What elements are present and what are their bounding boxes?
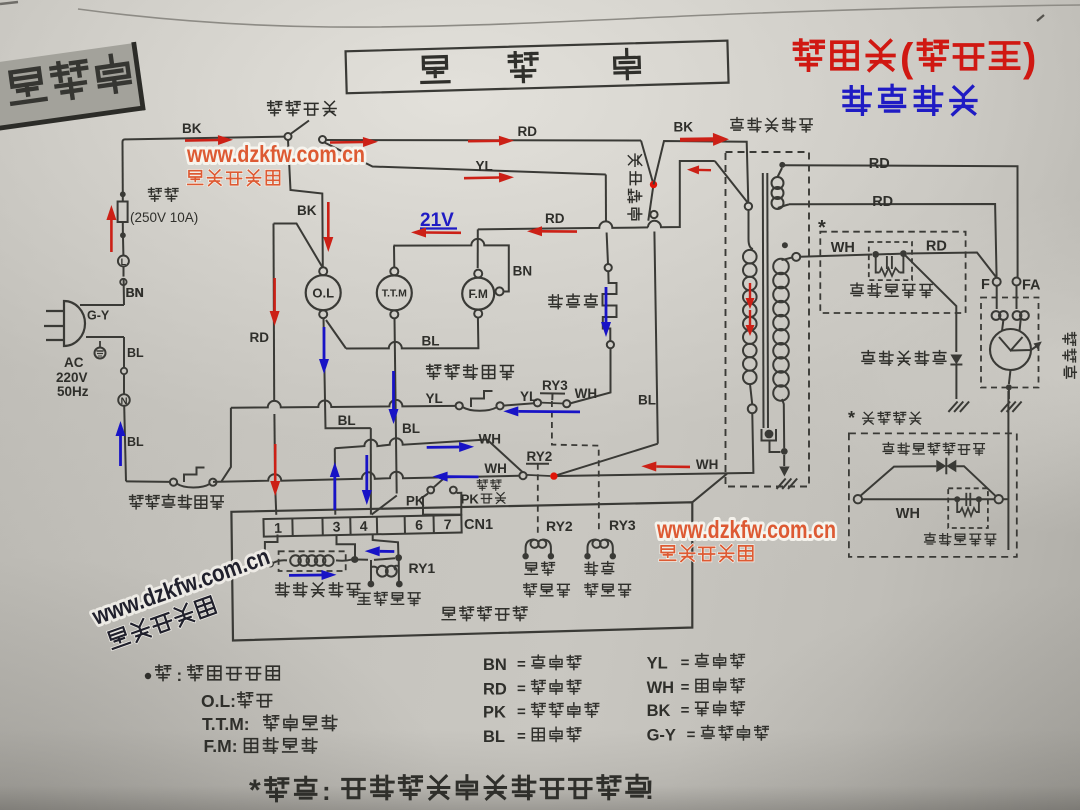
svg-text:RD: RD xyxy=(250,330,270,345)
svg-text:RY1: RY1 xyxy=(409,560,436,576)
svg-text:RD: RD xyxy=(872,194,893,210)
svg-text:*: * xyxy=(848,408,855,428)
svg-text:G-Y: G-Y xyxy=(87,309,110,323)
svg-text:4: 4 xyxy=(360,518,368,534)
svg-text:BK: BK xyxy=(297,203,317,218)
svg-text:1: 1 xyxy=(274,520,282,536)
svg-text:BK: BK xyxy=(647,702,671,720)
svg-text:YL: YL xyxy=(647,654,668,672)
svg-text:F.M: F.M xyxy=(469,287,488,301)
svg-text:PK: PK xyxy=(483,703,506,721)
svg-text:BL: BL xyxy=(338,413,356,428)
svg-text:WH: WH xyxy=(831,240,855,256)
svg-text:G-Y: G-Y xyxy=(647,726,676,744)
svg-text:WH: WH xyxy=(647,679,675,697)
svg-text:BN: BN xyxy=(126,286,144,300)
svg-text:RD: RD xyxy=(483,680,507,698)
svg-text:BN: BN xyxy=(513,264,533,279)
svg-text:*: * xyxy=(249,774,261,807)
svg-text:WH: WH xyxy=(696,457,719,472)
svg-text:WH: WH xyxy=(575,386,598,401)
svg-text:www.dzkfw.com.cn: www.dzkfw.com.cn xyxy=(656,516,836,544)
svg-text:(: ( xyxy=(900,36,914,80)
svg-text:6: 6 xyxy=(415,517,423,533)
svg-text:=: = xyxy=(687,726,696,743)
svg-text:=: = xyxy=(681,679,690,696)
svg-text:AC: AC xyxy=(64,355,84,370)
svg-text:RD: RD xyxy=(518,124,538,139)
svg-text:=: = xyxy=(517,680,526,697)
svg-text:T.T.M: T.T.M xyxy=(382,288,407,300)
svg-text:BL: BL xyxy=(638,393,656,408)
svg-text:L: L xyxy=(121,257,127,267)
svg-text:50Hz: 50Hz xyxy=(57,384,89,399)
svg-text:BL: BL xyxy=(483,728,505,746)
svg-text:RY2: RY2 xyxy=(546,518,573,534)
svg-text:F: F xyxy=(981,277,990,293)
svg-text:YL: YL xyxy=(426,391,443,406)
svg-text:): ) xyxy=(1023,36,1036,80)
svg-text:=: = xyxy=(517,656,526,673)
svg-text:=: = xyxy=(681,702,690,719)
svg-text:(250V 10A): (250V 10A) xyxy=(130,210,198,225)
svg-text::: : xyxy=(177,666,183,685)
svg-text:!: ! xyxy=(645,775,654,805)
svg-text:=: = xyxy=(681,654,690,671)
svg-text:BN: BN xyxy=(483,656,507,674)
svg-text:BN: BN xyxy=(126,286,144,300)
svg-text:*: * xyxy=(818,217,826,239)
svg-text:=: = xyxy=(517,728,526,745)
svg-text:PK: PK xyxy=(461,492,480,507)
svg-text:RD: RD xyxy=(926,239,947,255)
svg-text:CN1: CN1 xyxy=(464,517,493,533)
svg-text:WH: WH xyxy=(896,506,920,522)
svg-text:RY3: RY3 xyxy=(609,517,636,533)
svg-text:3: 3 xyxy=(332,518,340,534)
svg-text:YL: YL xyxy=(476,159,493,174)
svg-text:RD: RD xyxy=(545,211,565,226)
svg-text:WH: WH xyxy=(484,461,507,476)
svg-text:N: N xyxy=(121,396,128,407)
svg-text:PK: PK xyxy=(406,494,425,509)
svg-text:O.L:: O.L: xyxy=(201,691,236,711)
svg-text:BL: BL xyxy=(422,334,440,349)
svg-text::: : xyxy=(322,776,331,806)
svg-text:RY3: RY3 xyxy=(542,378,568,393)
svg-text:BL: BL xyxy=(127,435,144,449)
svg-text:O.L: O.L xyxy=(312,285,334,300)
svg-text:BK: BK xyxy=(182,121,202,136)
svg-text:BL: BL xyxy=(402,421,420,436)
svg-text:BK: BK xyxy=(674,120,694,135)
svg-text:BL: BL xyxy=(127,346,144,360)
svg-text:FA: FA xyxy=(1022,278,1041,294)
svg-text:7: 7 xyxy=(444,516,452,532)
svg-text:=: = xyxy=(517,703,526,720)
svg-text:21V: 21V xyxy=(420,210,454,231)
svg-text:WH: WH xyxy=(479,432,502,447)
svg-text:220V: 220V xyxy=(56,370,88,385)
svg-text:YL: YL xyxy=(520,389,537,404)
svg-text:RY2: RY2 xyxy=(527,449,553,464)
svg-text:T.T.M:: T.T.M: xyxy=(202,714,250,734)
svg-text:F.M:: F.M: xyxy=(204,736,238,756)
svg-text:www.dzkfw.com.cn: www.dzkfw.com.cn xyxy=(186,141,365,167)
svg-text:RD: RD xyxy=(869,156,890,172)
